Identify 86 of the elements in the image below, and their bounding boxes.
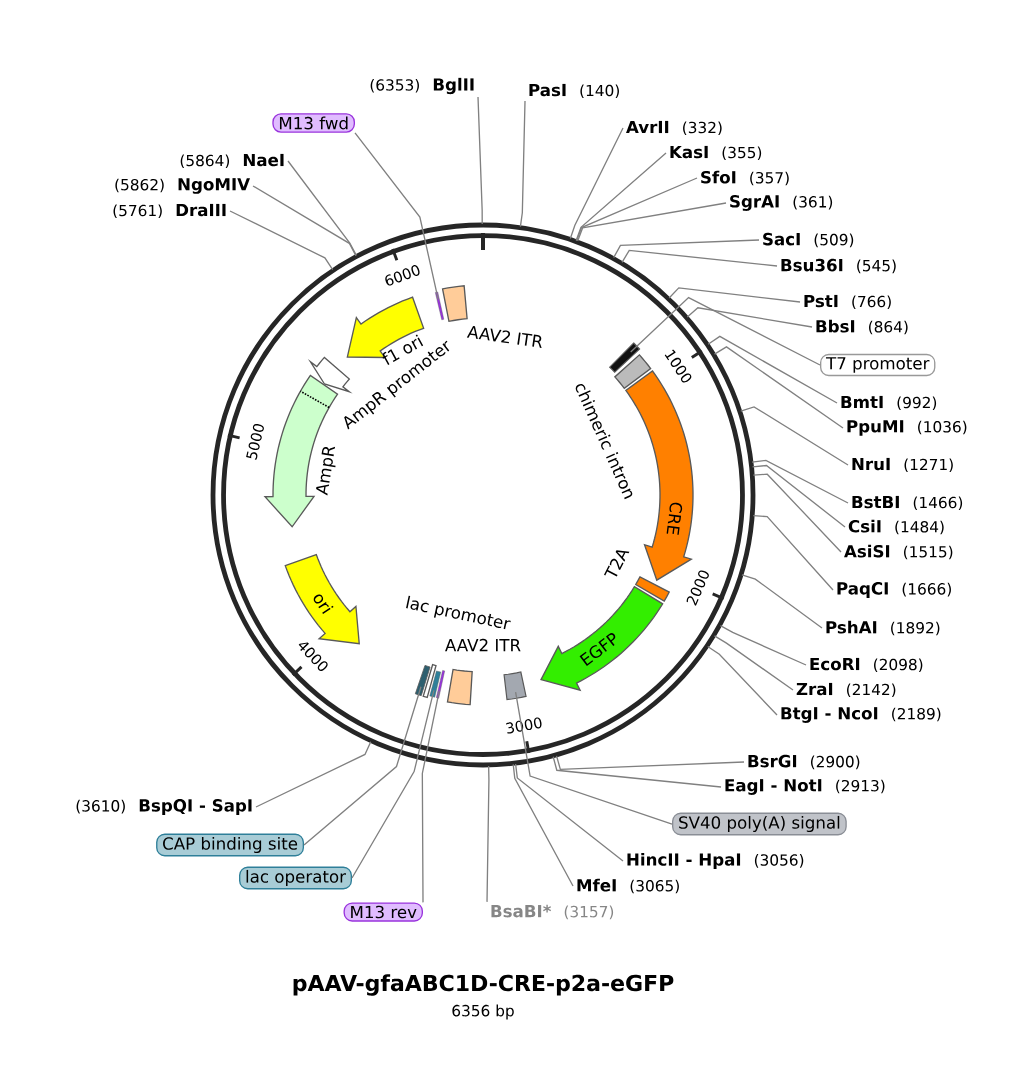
node-label: AAV2 ITR	[445, 638, 521, 652]
tick-label: 6000	[385, 265, 420, 286]
leader-line	[686, 307, 813, 328]
feature-callout: M13 fwd	[272, 113, 355, 133]
leader-line	[752, 473, 842, 553]
site-label: PshAI (1892)	[826, 620, 940, 636]
site-label: BtgI - NcoI (2189)	[781, 707, 941, 723]
plasmid-feature: AmpR	[263, 374, 339, 528]
node-label: AAV2 ITR	[466, 326, 542, 348]
leader-line	[707, 645, 778, 716]
feature-box	[414, 665, 431, 697]
site-label: BsrGI (2900)	[748, 754, 860, 770]
feature-box	[436, 670, 445, 699]
site-label: EagI - NotI (2913)	[725, 779, 885, 795]
leader-line	[740, 406, 849, 466]
site-label: AsiSI (1515)	[844, 544, 953, 560]
leader-line	[713, 346, 844, 429]
leader-line	[713, 635, 794, 691]
site-label: (6353) BglII	[370, 77, 474, 95]
feature-callout: M13 rev	[343, 902, 423, 922]
site-label: Bsu36I (545)	[781, 258, 896, 274]
feature-box: AAV2 ITR	[445, 638, 521, 706]
site-label: BsaBI* (3157)	[491, 904, 614, 920]
leader-line	[555, 755, 745, 770]
leader-line	[354, 132, 439, 301]
site-label: EcoRI (2098)	[810, 657, 923, 673]
leader-line	[351, 689, 435, 879]
leader-line	[514, 691, 673, 825]
feature-callout: T7 promoter	[820, 353, 936, 377]
map-caption: 6356 bp	[452, 1004, 514, 1020]
leader-line	[486, 765, 490, 903]
leader-line	[751, 459, 849, 504]
feature-callout: CAP binding site	[156, 833, 304, 857]
leader-line	[621, 249, 778, 267]
feature-box	[503, 671, 527, 701]
leader-line	[741, 574, 823, 629]
site-label: KasI (355)	[670, 145, 762, 161]
site-label: CsiI (1484)	[848, 519, 944, 535]
leader-line	[303, 686, 422, 846]
leader-line	[613, 239, 760, 259]
site-label: MfeI (3065)	[577, 878, 679, 894]
site-label: BmtI (992)	[841, 395, 937, 411]
site-label: AvrII (332)	[626, 120, 722, 136]
site-label: SfoI (357)	[701, 170, 789, 186]
leader-line	[287, 160, 357, 257]
site-label: SgrAI (361)	[730, 195, 833, 211]
leader-line	[576, 177, 698, 242]
site-label: SacI (509)	[763, 232, 854, 248]
site-label: PstI (766)	[804, 294, 891, 310]
map-title: pAAV-gfaABC1D-CRE-p2a-eGFP	[293, 974, 674, 996]
site-label: (5864) NaeI	[180, 153, 284, 169]
leader-line	[229, 210, 334, 271]
leader-line	[519, 100, 526, 228]
site-label: BstBI (1466)	[852, 495, 963, 511]
site-label: PasI (140)	[529, 83, 619, 99]
site-label: ZraI (2142)	[796, 682, 896, 698]
leader-line	[477, 96, 483, 225]
leader-line	[630, 296, 821, 366]
feature-box	[429, 670, 441, 698]
feature-callout: SV40 poly(A) signal	[672, 812, 847, 836]
leader-line	[577, 202, 727, 242]
leader-line	[719, 625, 807, 666]
site-label: PaqCI (1666)	[837, 582, 951, 598]
leader-line	[252, 185, 357, 257]
leader-line	[751, 464, 846, 528]
leader-line	[421, 689, 440, 904]
leader-line	[707, 335, 838, 404]
site-label: BbsI (864)	[816, 319, 908, 335]
site-label: HincII - HpaI (3056)	[627, 852, 804, 870]
leader-line	[514, 763, 624, 862]
tick-label: 3000	[506, 717, 542, 734]
feature-box	[435, 291, 444, 320]
leader-line	[512, 763, 574, 887]
site-label: NruI (1271)	[852, 457, 953, 473]
node-label: lac promoter	[406, 595, 511, 630]
site-label: (3610) BspQI - SapI	[76, 799, 252, 815]
site-label: (5862) NgoMIV	[115, 178, 250, 194]
leader-line	[575, 152, 667, 242]
feature-callout: lac operator	[239, 866, 352, 890]
site-label: (5761) DraIII	[113, 203, 226, 219]
site-label: PpuMI (1036)	[847, 420, 967, 436]
leader-line	[569, 127, 624, 240]
leader-line	[255, 741, 372, 808]
leader-line	[752, 514, 834, 591]
leader-line	[552, 756, 722, 788]
leader-line	[668, 287, 801, 303]
